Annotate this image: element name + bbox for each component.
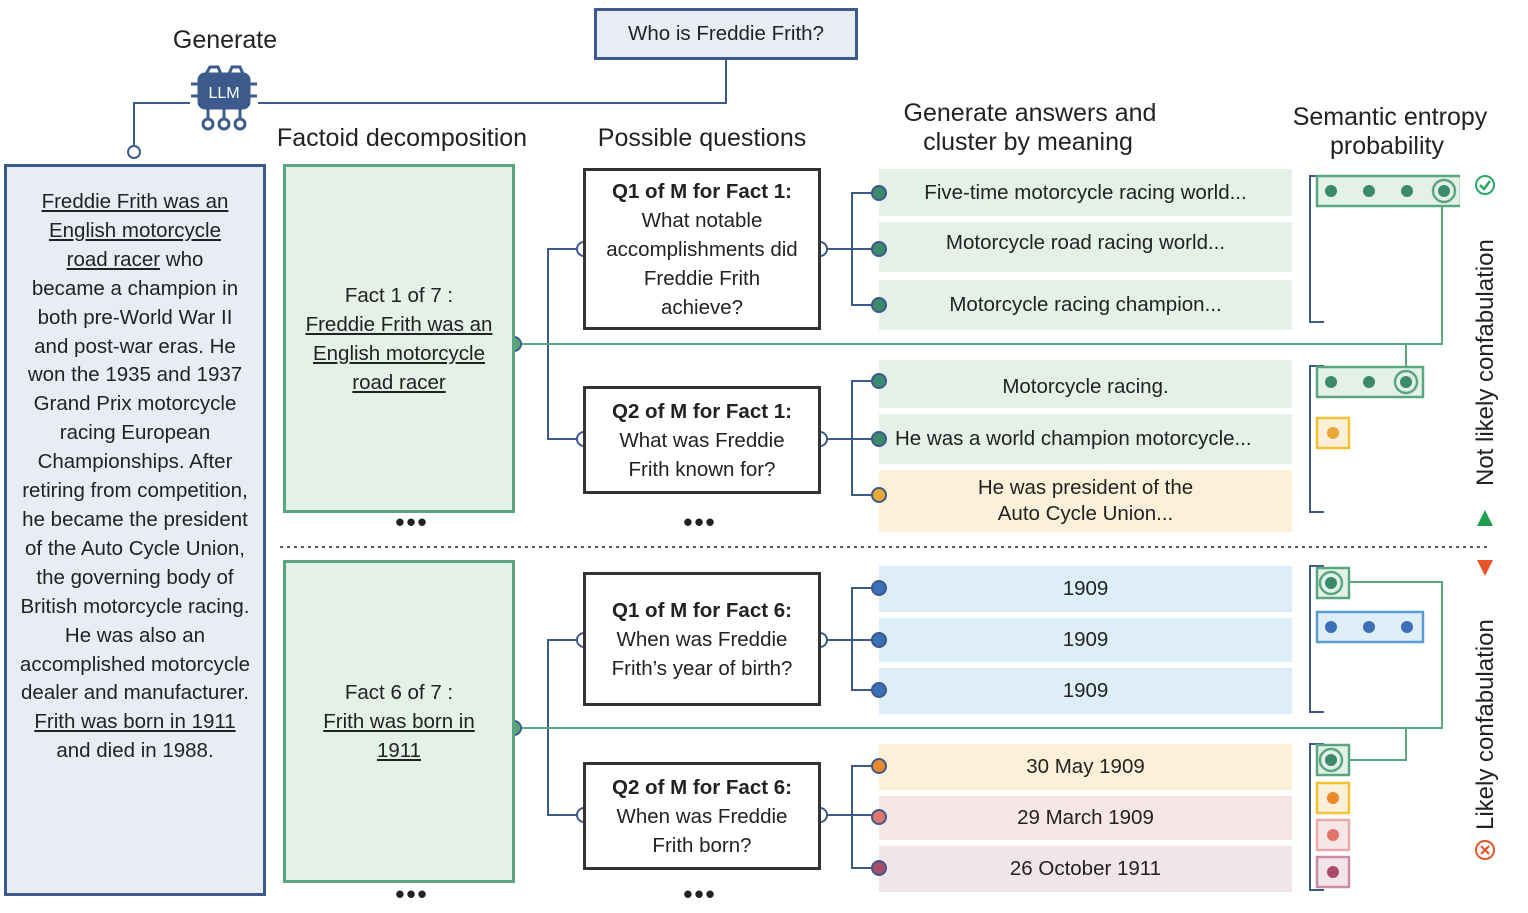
cluster-dot (1325, 185, 1337, 197)
question-4-text: When was Freddie Frith born? (616, 804, 788, 857)
fact-6-label: Fact 6 of 7 : (344, 681, 454, 704)
cluster-boxes (1315, 174, 1460, 889)
answer-box: 1909 (879, 668, 1292, 714)
answer-box: 1909 (879, 566, 1292, 612)
possible-questions-header: Possible questions (597, 124, 807, 152)
likely-label: Likely confabulation (1472, 619, 1499, 830)
question-1-title: Q1 of M for Fact 1: (612, 179, 792, 203)
answers-header-line2: cluster by meaning (923, 128, 1133, 156)
answer-text: Motorcycle road racing world... (945, 231, 1226, 254)
cluster-dot (1401, 621, 1413, 633)
bio-fact-1a: Freddie Frith was an (41, 190, 229, 213)
bio-text-end: and died in 1988. (56, 739, 214, 763)
fact-box-6: Fact 6 of 7 : Frith was born in 1911 (283, 560, 515, 883)
up-triangle-icon (1477, 510, 1493, 526)
answer-text: Motorcycle racing. (1002, 375, 1169, 398)
cluster-dot (1400, 376, 1412, 388)
factoid-header: Factoid decomposition (276, 124, 528, 152)
question-box-3: Q1 of M for Fact 6: When was Freddie Fri… (583, 572, 821, 706)
answer-box: 29 March 1909 (879, 796, 1292, 840)
cluster-dot (1401, 185, 1413, 197)
answer-box: Motorcycle racing. (879, 360, 1292, 408)
question-fact1-ellipsis: ••• (683, 507, 717, 537)
question-fact6-ellipsis: ••• (683, 879, 717, 909)
bio-fact-1b: English motorcycle (48, 218, 222, 242)
answer-text: 26 October 1911 (1009, 857, 1162, 880)
cluster-dot (1363, 621, 1375, 633)
cluster-dot (1327, 792, 1339, 804)
question-2-title: Q2 of M for Fact 1: (612, 399, 792, 423)
answer-text: 1909 (1062, 679, 1109, 702)
cluster-dot (1327, 829, 1339, 841)
answer-text: 1909 (1062, 577, 1109, 600)
check-circle-icon (1475, 175, 1495, 195)
question-box-4: Q2 of M for Fact 6: When was Freddie Fri… (583, 762, 821, 870)
question-3-text: When was Freddie Frith’s year of birth? (611, 627, 793, 680)
not-likely-label: Not likely confabulation (1472, 239, 1499, 486)
bio-fact-1c: road racer (66, 247, 161, 271)
answer-box: He was president of the Auto Cycle Union… (879, 470, 1292, 532)
biography-panel: Freddie Frith was an English motorcycle … (4, 164, 266, 896)
fact-1-ellipsis: ••• (395, 507, 429, 537)
cluster-dot (1327, 866, 1339, 878)
x-circle-icon (1475, 840, 1495, 860)
fact-box-1: Fact 1 of 7 : Freddie Frith was an Engli… (283, 164, 515, 513)
llm-gear-icon: LLM (191, 65, 257, 131)
answer-text: He was a world champion motorcycle... (895, 427, 1252, 450)
cluster-dot (1327, 427, 1339, 439)
question-box-1: Q1 of M for Fact 1: What notable accompl… (583, 168, 821, 330)
cluster-dot (1325, 577, 1337, 589)
question-1-text: What notable accomplishments did Freddie… (606, 208, 798, 319)
cluster-dot (1363, 185, 1375, 197)
answer-box: 26 October 1911 (879, 846, 1292, 892)
cluster-dot (1325, 754, 1337, 766)
confabulation-scale: Not likely confabulation Likely confabul… (1472, 175, 1499, 860)
answer-box: Motorcycle road racing world... (879, 222, 1292, 272)
cluster-dot (1325, 621, 1337, 633)
fact-1-label: Fact 1 of 7 : (344, 283, 454, 307)
answer-box: 1909 (879, 618, 1292, 662)
answer-text-line2: Auto Cycle Union... (997, 502, 1174, 525)
cluster-dot (1363, 376, 1375, 388)
answer-text: Motorcycle racing champion... (949, 293, 1222, 316)
entropy-header-line1: Semantic entropy (1292, 103, 1488, 131)
answer-box: He was a world champion motorcycle... (879, 414, 1292, 464)
fact-6-ellipsis: ••• (395, 879, 429, 909)
answer-box: Motorcycle racing champion... (879, 280, 1292, 330)
answer-text: Five-time motorcycle racing world... (924, 180, 1247, 204)
question-3-title: Q1 of M for Fact 6: (612, 598, 792, 622)
query-box: Who is Freddie Frith? (594, 8, 858, 60)
answer-box: Five-time motorcycle racing world... (879, 169, 1292, 216)
fact-6-text: Frith was born in 1911 (323, 710, 475, 762)
bio-text-who: who (160, 247, 204, 271)
fact-1-text: Freddie Frith was an English motorcycle … (305, 312, 493, 394)
answer-text-line1: He was president of the (977, 476, 1194, 499)
down-triangle-icon (1477, 560, 1493, 576)
answer-box: 30 May 1909 (879, 744, 1292, 790)
question-4-title: Q2 of M for Fact 6: (612, 775, 792, 799)
answers-header-line1: Generate answers and (903, 99, 1157, 127)
cluster-dot (1438, 185, 1450, 197)
llm-label: LLM (208, 85, 239, 102)
entropy-header-line2: probability (1330, 132, 1444, 160)
answer-text: 1909 (1062, 628, 1109, 651)
bio-fact-6: Frith was born in 1911 (34, 710, 236, 734)
answer-text: 30 May 1909 (1026, 755, 1145, 778)
generate-label: Generate (172, 26, 278, 54)
question-2-text: What was Freddie Frith known for? (619, 428, 785, 481)
answer-text: 29 March 1909 (1017, 806, 1154, 829)
cluster-dot (1325, 376, 1337, 388)
question-box-2: Q2 of M for Fact 1: What was Freddie Fri… (583, 386, 821, 494)
bio-text-body: became a champion in both pre-World War … (19, 276, 251, 705)
query-text: Who is Freddie Frith? (628, 22, 824, 45)
